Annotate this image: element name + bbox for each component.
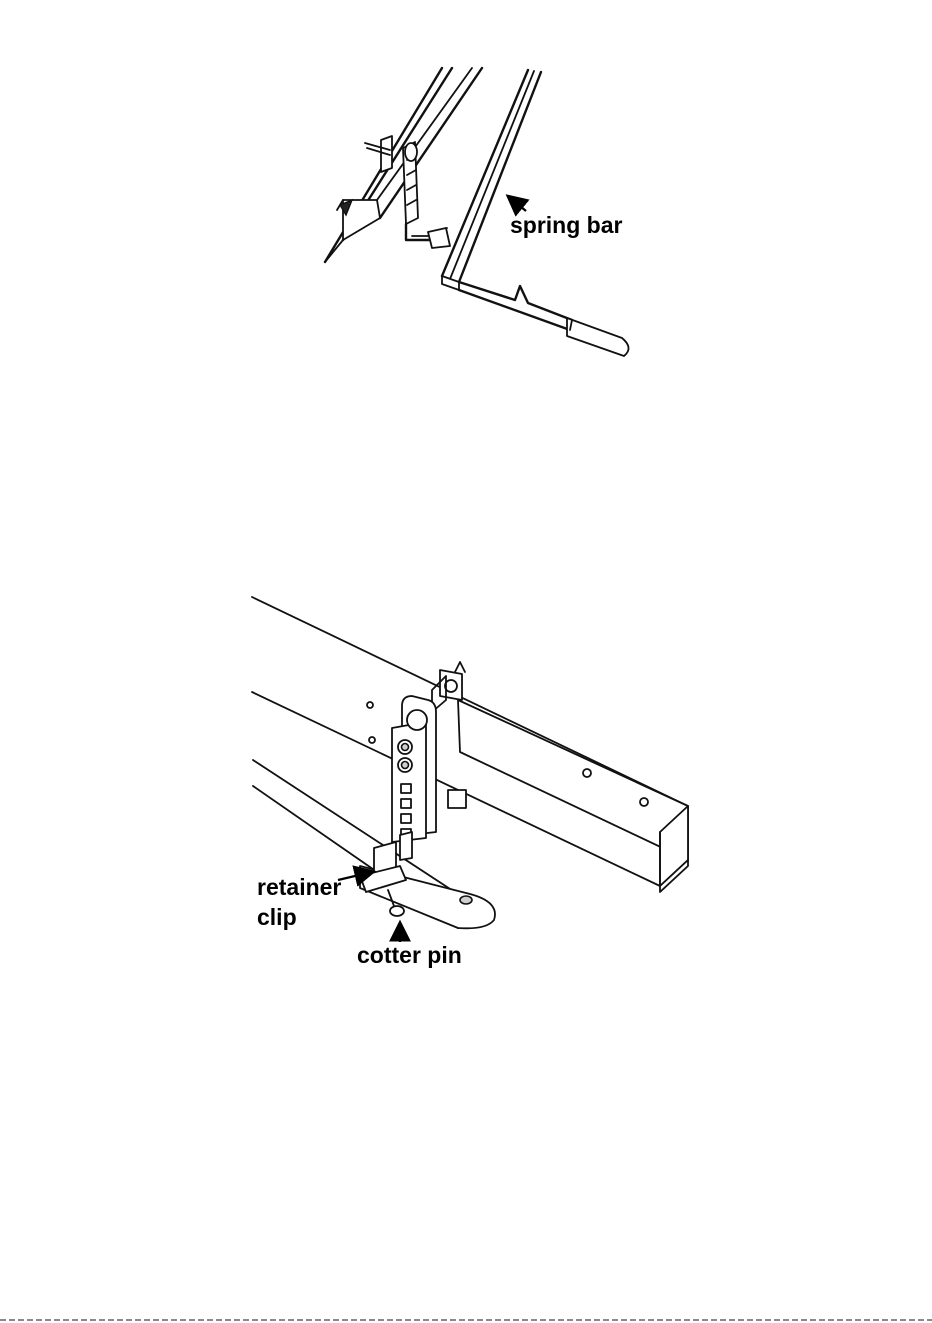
label-spring-bar: spring bar	[510, 212, 623, 238]
bottom-figure: retainer clip cotter pin	[252, 597, 688, 968]
arrow-icon	[509, 197, 526, 211]
hanger-bracket	[365, 136, 450, 248]
label-clip: clip	[257, 904, 297, 930]
spring-bar-callout: spring bar	[509, 197, 623, 238]
cotter-pin-icon	[390, 906, 404, 916]
label-retainer: retainer	[257, 874, 341, 900]
label-cotter-pin: cotter pin	[357, 942, 462, 968]
front-hanger-bracket	[392, 696, 436, 842]
top-figure: spring bar	[325, 68, 629, 356]
c-channel-frame	[252, 597, 688, 892]
